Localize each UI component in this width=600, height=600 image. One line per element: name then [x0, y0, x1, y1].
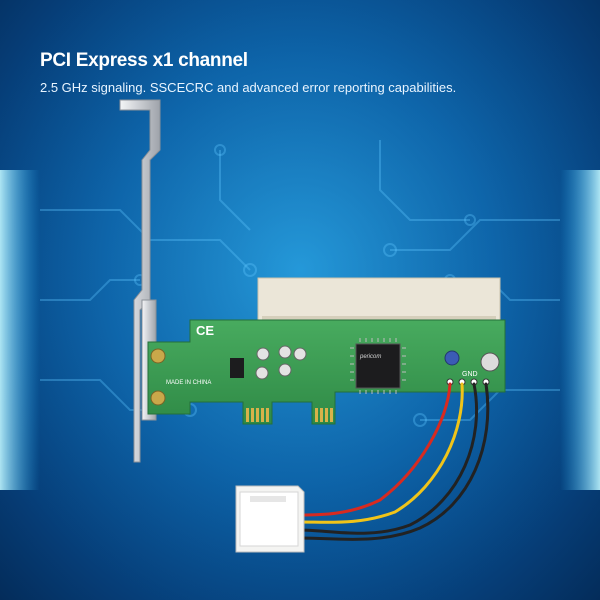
screw-icon	[150, 390, 166, 406]
gold-contacts	[246, 408, 333, 422]
power-cable	[298, 382, 490, 541]
feature-description: 2.5 GHz signaling. SSCECRC and advanced …	[40, 80, 457, 95]
ce-mark: CE	[196, 323, 214, 338]
left-light-streak	[0, 170, 40, 490]
page-title: PCI Express x1 channel	[40, 50, 248, 71]
capacitors	[255, 345, 500, 380]
screw-icon	[150, 348, 166, 364]
made-in-label: MADE IN CHINA	[166, 380, 211, 386]
pcb-board: CE MADE IN CHINA pericom GND	[147, 319, 506, 425]
pci-slot	[257, 277, 501, 324]
chip-pins	[350, 338, 406, 394]
right-light-streak	[560, 170, 600, 490]
gnd-label: GND	[462, 371, 478, 378]
chip-brand-label: pericom	[359, 354, 381, 360]
regulator	[230, 358, 244, 378]
bridge-chip	[355, 343, 401, 389]
molex-connector	[235, 485, 305, 553]
